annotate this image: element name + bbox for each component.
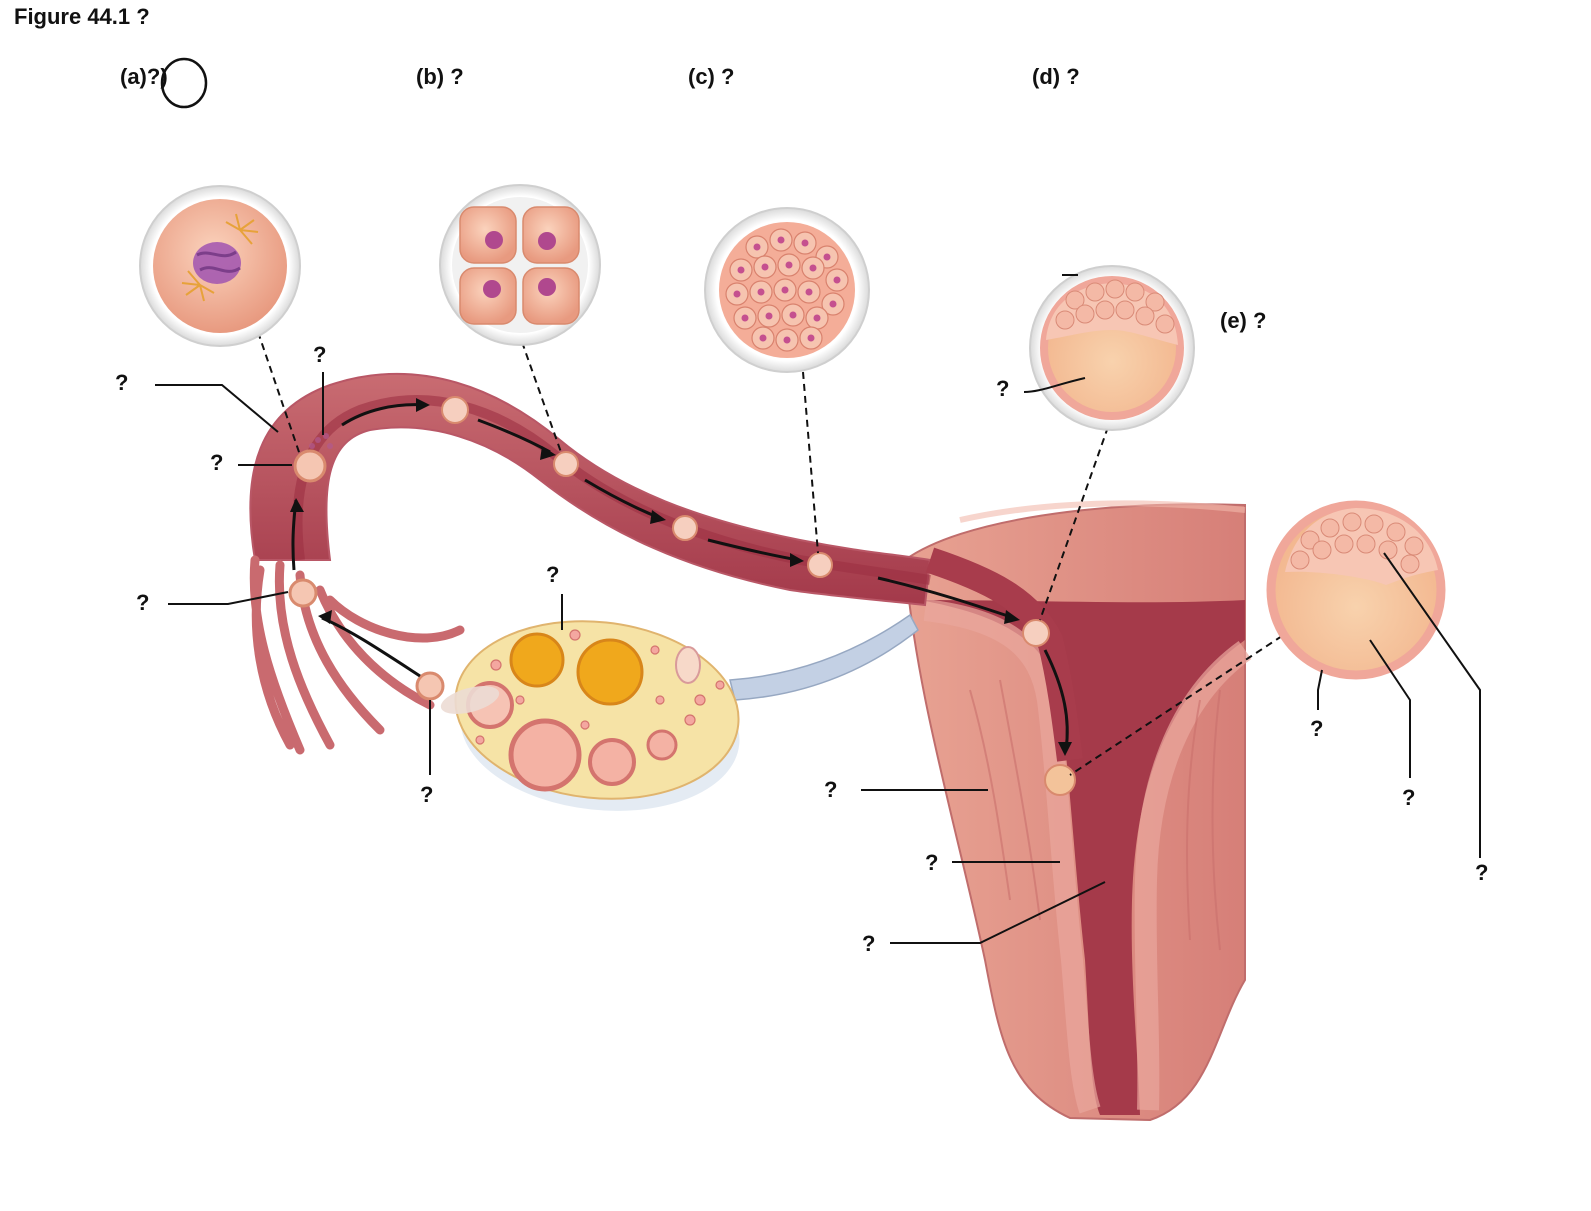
leader-lines [155,274,1481,944]
inset-c-morula [704,207,870,373]
corpus-luteum-2 [576,638,644,706]
arrow-heads [290,398,1072,756]
inset-d-blastocyst [1029,265,1195,431]
follicle-1 [508,718,582,792]
uterus [903,500,1252,1122]
stage-a-label: (a)?) [120,64,168,90]
label-d-inner: ? [996,376,1010,401]
inset-b-four-cell [439,184,601,346]
label-ovulation: ? [420,782,434,807]
eight-cell-small [672,515,698,541]
label-zygote: ? [210,450,224,475]
label-sperm: ? [313,342,327,367]
label-uterus-wall: ? [824,777,838,802]
inner-cell-mass-cells [1055,279,1175,334]
zygote-small [293,449,327,483]
label-e-trophoblast: ? [1310,716,1324,741]
label-oocyte: ? [136,590,150,615]
tube-embryos [288,396,1076,796]
stage-d-label: (d) ? [1032,64,1080,89]
ovary [440,620,740,811]
e-inner-cell-mass-cells [1290,512,1424,574]
ovulation-plume [440,686,500,714]
inset-a-zygote [139,185,301,347]
two-cell-small [441,396,469,424]
ovulated-oocyte [415,671,445,701]
chromosome-cluster [193,242,241,284]
corpus-albicans [675,646,701,684]
ovarian-ligament [729,613,919,701]
label-tube-wall: ? [115,370,129,395]
follicle-2 [588,738,636,786]
label-endometrium: ? [925,850,939,875]
dashed-connectors [257,331,1283,776]
secondary-oocyte [288,578,318,608]
morula-small [807,552,833,578]
label-uterine-cavity: ? [862,931,876,956]
label-e-cells: ? [1475,860,1489,885]
morula-nuclei [733,236,841,344]
four-cell-small [553,451,579,477]
figure-title: Figure 44.1 ? [14,4,150,29]
stage-a-circle-annotation [160,57,208,109]
inset-e-blastocyst [1266,500,1446,680]
stage-c-label: (c) ? [688,64,735,89]
label-follicle: ? [546,562,560,587]
corpus-luteum-1 [509,632,565,688]
blastocyst-small [1022,619,1050,647]
stage-a-letter: (a) [120,64,147,89]
follicle-3 [646,729,678,761]
stage-e-label: (e) ? [1220,308,1267,333]
label-e-inner-mass: ? [1402,785,1416,810]
implanting-blastocyst-small [1044,764,1076,796]
sperm-cluster [309,433,333,449]
stage-b-label: (b) ? [416,64,464,89]
spindle-asters [181,213,259,302]
small-follicles [475,629,725,745]
